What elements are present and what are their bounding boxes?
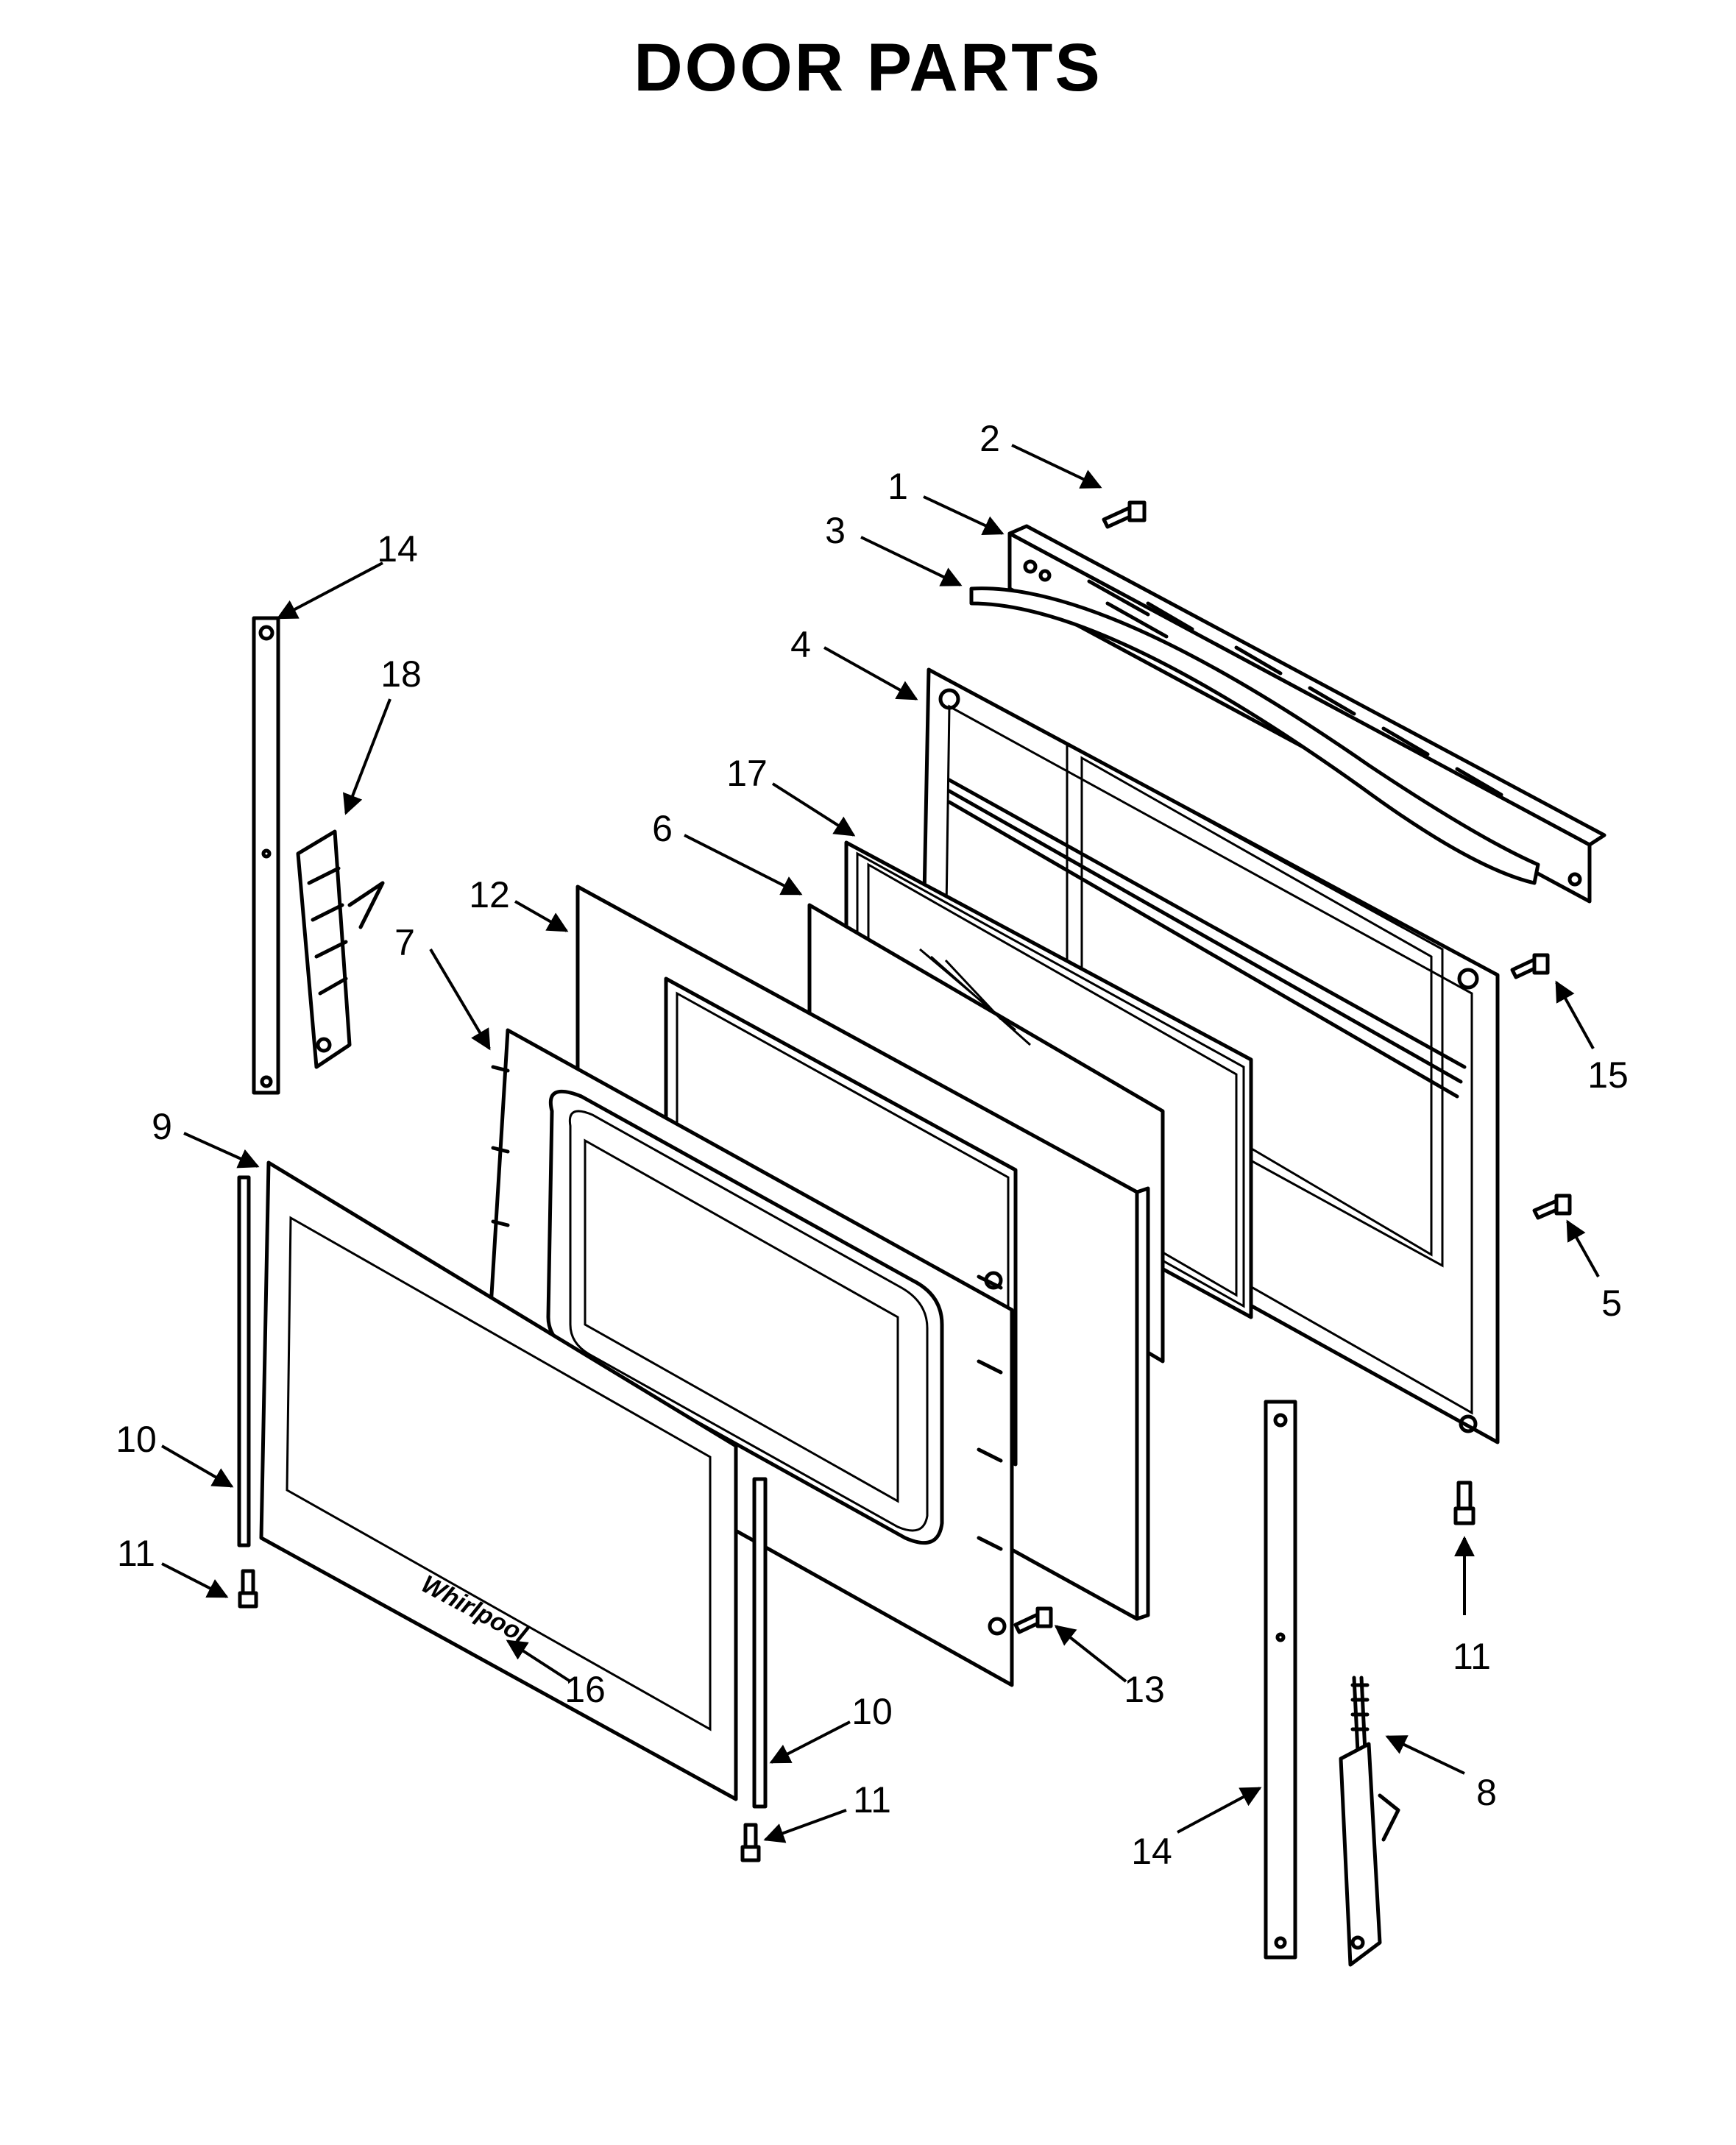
page-title: DOOR PARTS bbox=[634, 30, 1102, 105]
callout-arrow-c13 bbox=[1054, 1625, 1127, 1683]
callout-label-c11a: 11 bbox=[117, 1533, 155, 1574]
part-11-screw-right bbox=[1453, 1481, 1475, 1525]
callout-label-c18: 18 bbox=[380, 653, 422, 695]
callout-arrow-c6 bbox=[684, 834, 803, 896]
callout-arrow-c14b bbox=[1177, 1787, 1262, 1834]
callout-label-c5: 5 bbox=[1601, 1283, 1622, 1324]
callout-label-c9: 9 bbox=[152, 1106, 172, 1147]
part-9-outer-door-glass: Whirlpool bbox=[259, 1160, 738, 1801]
callout-label-c11b: 11 bbox=[853, 1779, 891, 1820]
callout-arrow-c4 bbox=[823, 646, 918, 701]
callout-arrow-c16 bbox=[506, 1639, 572, 1683]
callout-label-c17: 17 bbox=[726, 753, 768, 794]
callout-label-c15: 15 bbox=[1587, 1054, 1629, 1096]
callout-arrow-c2 bbox=[1011, 444, 1102, 489]
part-13-screw bbox=[1013, 1606, 1053, 1634]
callout-arrow-c10a bbox=[160, 1444, 234, 1488]
part-18-left-hinge bbox=[296, 829, 385, 1069]
callout-label-c4: 4 bbox=[790, 624, 811, 665]
part-11-screw-left bbox=[238, 1569, 258, 1609]
part-14-hinge-receiver-right bbox=[1264, 1400, 1297, 1960]
callout-label-c11c: 11 bbox=[1453, 1636, 1491, 1677]
callout-label-c10a: 10 bbox=[116, 1419, 157, 1460]
callout-label-c1: 1 bbox=[888, 466, 908, 507]
callout-arrow-c5 bbox=[1566, 1219, 1600, 1277]
callout-label-c8: 8 bbox=[1476, 1772, 1497, 1813]
callout-arrow-c9 bbox=[183, 1132, 260, 1169]
callout-arrow-c15 bbox=[1555, 980, 1595, 1049]
callout-arrow-c7 bbox=[429, 948, 491, 1051]
part-11-screw-bottom bbox=[740, 1823, 761, 1862]
callout-arrow-c10b bbox=[769, 1720, 851, 1764]
callout-label-c12: 12 bbox=[469, 874, 510, 915]
part-8-right-hinge bbox=[1339, 1676, 1400, 1967]
callout-arrow-c11b bbox=[763, 1809, 847, 1843]
callout-arrow-c18 bbox=[343, 698, 392, 815]
callout-arrow-c3 bbox=[860, 536, 963, 586]
part-10-side-trim-right bbox=[752, 1477, 768, 1809]
callout-arrow-c11a bbox=[161, 1562, 229, 1598]
callout-label-c13: 13 bbox=[1124, 1669, 1165, 1710]
part-3-door-handle bbox=[969, 586, 1540, 885]
callout-label-c14b: 14 bbox=[1131, 1831, 1172, 1872]
callout-label-c3: 3 bbox=[825, 510, 846, 551]
callout-label-c7: 7 bbox=[394, 922, 415, 963]
callout-arrow-c12 bbox=[514, 900, 569, 932]
part-2-screw bbox=[1102, 500, 1147, 529]
part-14-hinge-receiver-left bbox=[252, 616, 280, 1095]
callout-label-c14a: 14 bbox=[377, 528, 418, 570]
part-15-screw bbox=[1510, 953, 1550, 979]
callout-arrow-c8 bbox=[1385, 1735, 1465, 1775]
part-7-inner-door-liner bbox=[483, 1028, 1014, 1687]
callout-label-c2: 2 bbox=[979, 418, 1000, 459]
callout-label-c16: 16 bbox=[564, 1669, 606, 1710]
callout-arrow-c1 bbox=[923, 495, 1005, 536]
part-10-side-trim-left bbox=[237, 1175, 251, 1547]
callout-arrow-c17 bbox=[771, 782, 856, 837]
callout-arrow-c14a bbox=[276, 561, 383, 620]
callout-label-c6: 6 bbox=[652, 808, 673, 849]
callout-label-c10b: 10 bbox=[851, 1691, 893, 1732]
part-5-screw bbox=[1532, 1194, 1572, 1220]
